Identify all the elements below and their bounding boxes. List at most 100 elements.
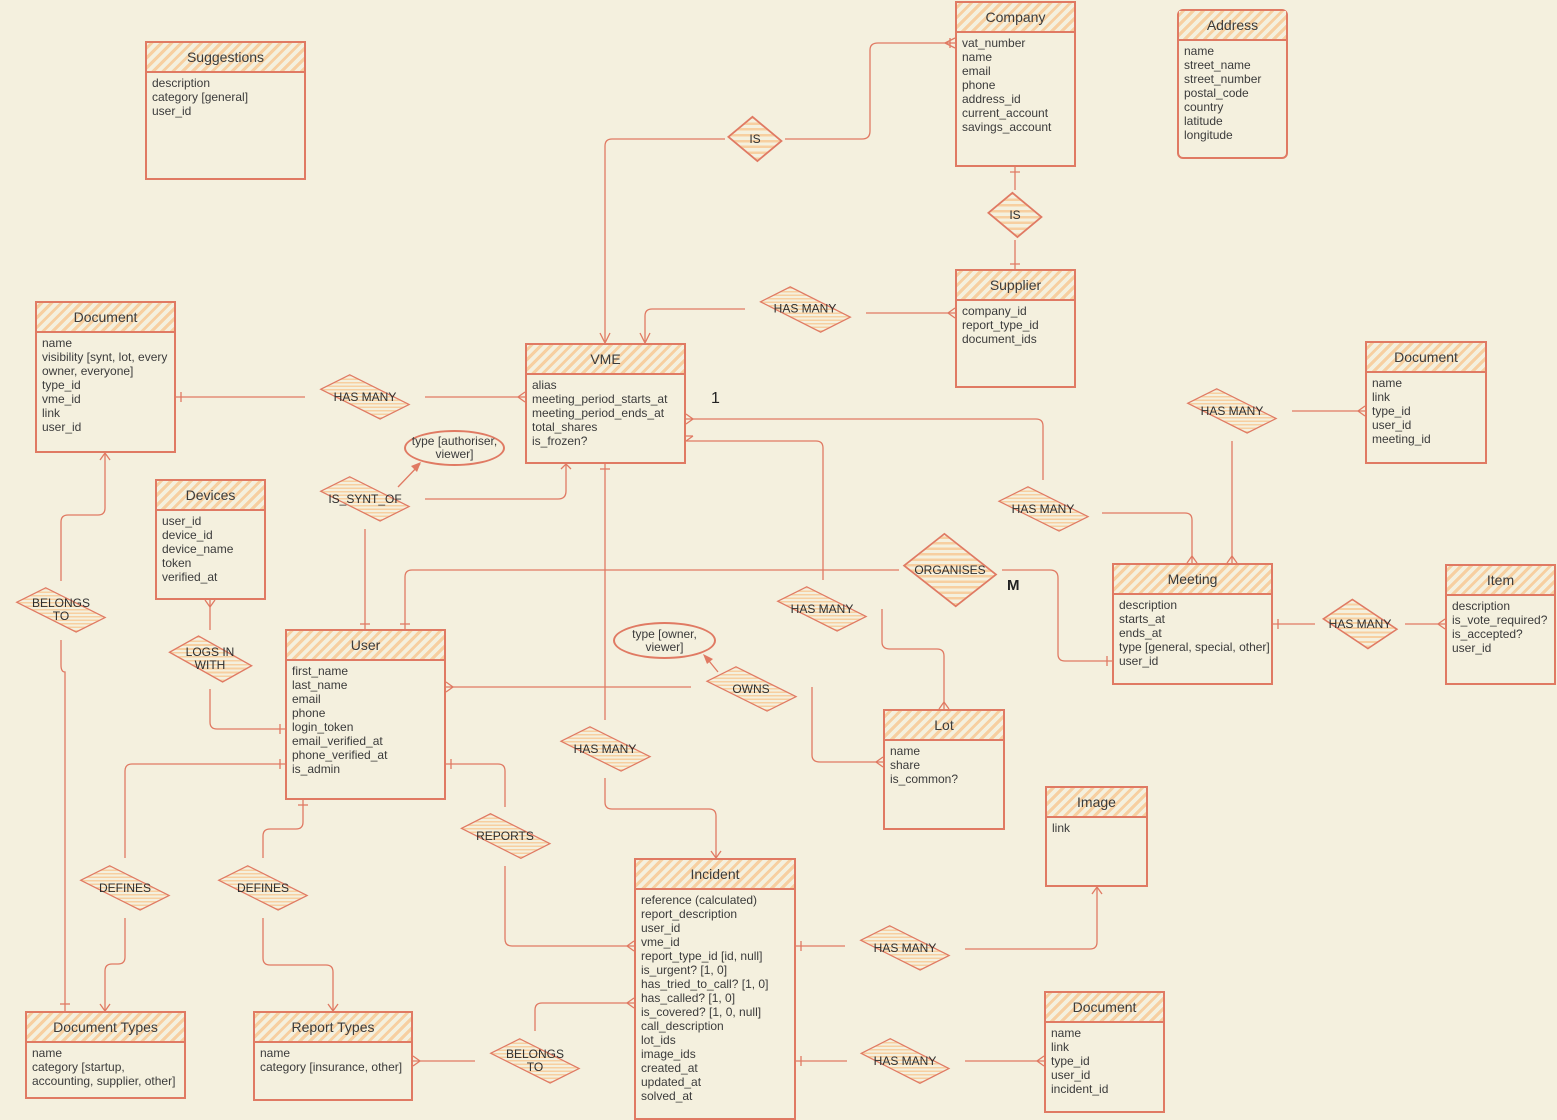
entity-title: Devices (157, 481, 264, 511)
cardinality-one: 1 (711, 390, 720, 407)
rel-supplier-vme[interactable]: HAS MANY (745, 279, 866, 340)
entity-attribute: owner, everyone] (42, 364, 134, 378)
rel-belongs-to-doc[interactable]: BELONGS TO (1, 580, 121, 640)
entity-attribute: email_verified_at (292, 734, 383, 748)
entity-attribute: has_tried_to_call? [1, 0] (641, 977, 769, 991)
entity-attribute: lot_ids (641, 1033, 676, 1047)
line-reports-user (446, 763, 506, 807)
line-organises-user (404, 569, 899, 629)
entity-image[interactable]: Image link (1045, 786, 1148, 887)
entity-attribute: user_id (42, 420, 82, 434)
entity-attribute: is_admin (292, 762, 341, 776)
entity-attribute: document_ids (962, 332, 1037, 346)
ellipse-synt-type[interactable]: type [authoriser, viewer] (404, 430, 505, 466)
entity-attribute: type_id (1051, 1054, 1090, 1068)
entity-attribute: visibility [synt, lot, every (42, 350, 168, 364)
entity-attribute: meeting_period_starts_at (532, 392, 668, 406)
rel-meeting-document[interactable]: HAS MANY (1172, 381, 1292, 441)
entity-attribute: user_id (152, 104, 192, 118)
entity-attribute: has_called? [1, 0] (641, 991, 736, 1005)
line-owns-lot (811, 687, 883, 763)
entity-attribute: user_id (1452, 641, 1492, 655)
entity-attribute: street_name (1184, 58, 1251, 72)
entity-attribute: name (42, 336, 73, 350)
cardinality-markers (60, 37, 1446, 1067)
entity-attribute: description (1119, 598, 1178, 612)
entity-attribute: image_ids (641, 1047, 696, 1061)
entity-attribute: category [general] (152, 90, 249, 104)
entity-attribute: email (962, 64, 991, 78)
rel-organises[interactable]: ORGANISES (898, 529, 1002, 611)
entity-attribute: meeting_id (1372, 432, 1431, 446)
entity-incident[interactable]: Incident reference (calculated)report_de… (634, 858, 796, 1120)
rel-is-vme-company[interactable]: IS (725, 114, 785, 164)
rel-vme-document[interactable]: HAS MANY (305, 367, 425, 427)
rel-defines-doc[interactable]: DEFINES (65, 858, 185, 918)
entity-attribute: link (1372, 390, 1391, 404)
entity-attribute: email (292, 692, 321, 706)
rel-belongs-to-report[interactable]: BELONGS TO (475, 1031, 595, 1091)
entity-attribute: reference (calculated) (641, 893, 758, 907)
line-is-company (785, 42, 955, 140)
entity-title: Incident (636, 860, 794, 890)
entity-attribute: postal_code (1184, 86, 1249, 100)
ellipse-text: type [authoriser, viewer] (411, 434, 498, 461)
line-vme-is (604, 138, 725, 343)
entity-attribute: name (1051, 1026, 1082, 1040)
ellipse-owns-type[interactable]: type [owner, viewer] (613, 622, 716, 659)
entity-title: User (287, 631, 444, 661)
entity-attribute: longitude (1184, 128, 1233, 142)
rel-defines-report[interactable]: DEFINES (203, 858, 323, 918)
rel-is-synt-of[interactable]: IS_SYNT_OF (305, 469, 425, 529)
line-user-defines-doc (124, 763, 285, 858)
rel-meeting-item[interactable]: HAS MANY (1315, 594, 1405, 654)
rel-label: HAS MANY (1200, 403, 1264, 418)
rel-label: REPORTS (476, 828, 534, 843)
entity-attrs: reference (calculated)report_description… (636, 890, 794, 1106)
entity-attribute: type_id (42, 378, 81, 392)
rel-incident-document[interactable]: HAS MANY (846, 1031, 964, 1091)
rel-vme-lot[interactable]: HAS MANY (762, 579, 882, 639)
entity-attribute: verified_at (162, 570, 218, 584)
rel-reports[interactable]: REPORTS (446, 806, 565, 866)
rel-vme-meeting[interactable]: HAS MANY (983, 479, 1104, 539)
line-defines-reporttypes (262, 918, 334, 1011)
rel-is-company-supplier[interactable]: IS (985, 190, 1045, 240)
rel-vme-incident[interactable]: HAS MANY (545, 719, 666, 779)
entity-attribute: type [general, special, other] (1119, 640, 1270, 654)
rel-logs-in-with[interactable]: LOGS IN WITH (157, 629, 264, 689)
entity-attribute: starts_at (1119, 612, 1166, 626)
entity-title: Meeting (1114, 565, 1271, 595)
rel-owns[interactable]: OWNS (691, 659, 812, 719)
entity-attribute: name (1372, 376, 1403, 390)
entity-title: Item (1447, 566, 1554, 596)
rel-label: OWNS (732, 681, 770, 696)
rel-label: ORGANISES (914, 562, 986, 577)
line-vme-hasmany-lot-b (881, 609, 945, 709)
entity-title: Address (1179, 11, 1286, 41)
entity-attribute: category [insurance, other] (260, 1060, 403, 1074)
rel-incident-image[interactable]: HAS MANY (845, 918, 965, 978)
entity-attribute: ends_at (1119, 626, 1162, 640)
entity-attribute: is_urgent? [1, 0] (641, 963, 728, 977)
entity-attribute: updated_at (641, 1075, 702, 1089)
